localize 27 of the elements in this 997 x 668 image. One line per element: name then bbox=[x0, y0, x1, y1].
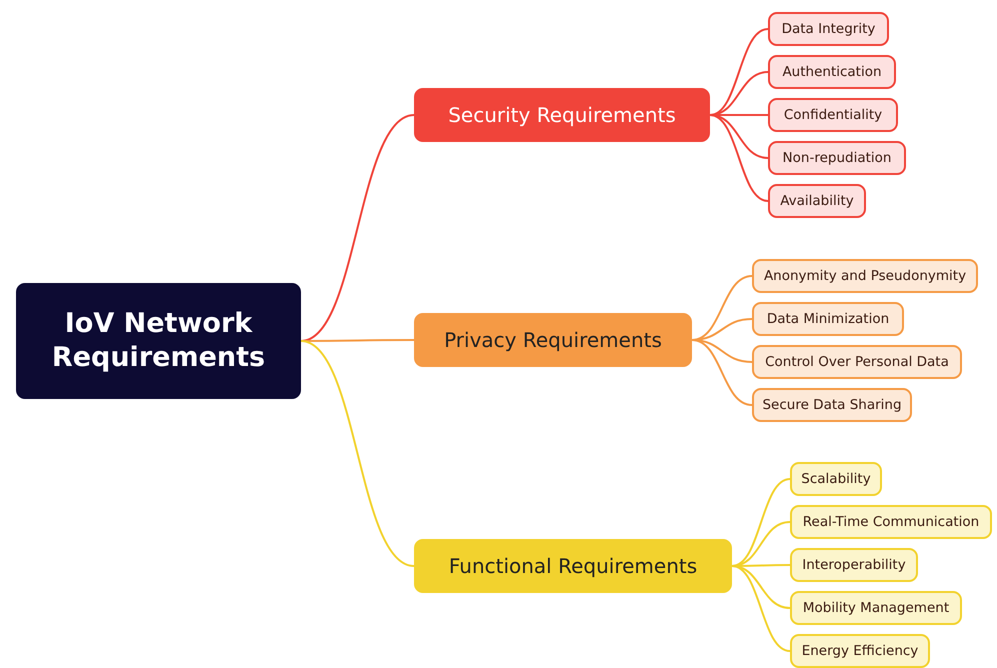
subtopic-box: Mobility Management bbox=[790, 591, 962, 625]
connector-line bbox=[732, 565, 790, 652]
subtopic-box: Real-Time Communication bbox=[790, 505, 992, 539]
subtopic-box: Control Over Personal Data bbox=[752, 345, 962, 379]
subtopic-box: Confidentiality bbox=[768, 98, 898, 132]
subtopic-box: Secure Data Sharing bbox=[752, 388, 912, 422]
subtopic-box: Energy Efficiency bbox=[790, 634, 930, 668]
connector-line bbox=[710, 114, 768, 202]
subtopic-box: Interoperability bbox=[790, 548, 918, 582]
branch-topic-box: Privacy Requirements bbox=[414, 313, 692, 367]
subtopic-box: Data Integrity bbox=[768, 12, 889, 46]
connector-line bbox=[732, 521, 790, 567]
connector-line bbox=[301, 339, 414, 342]
subtopic-box: Authentication bbox=[768, 55, 896, 89]
subtopic-box: Non-repudiation bbox=[768, 141, 906, 175]
branch-topic-box: Security Requirements bbox=[414, 88, 710, 142]
subtopic-box: Anonymity and Pseudonymity bbox=[752, 259, 978, 293]
connector-line bbox=[300, 340, 414, 567]
connector-line bbox=[692, 339, 752, 406]
subtopic-box: Availability bbox=[768, 184, 866, 218]
central-topic-box: IoV Network Requirements bbox=[16, 283, 301, 399]
subtopic-box: Scalability bbox=[790, 462, 882, 496]
connector-line bbox=[710, 114, 768, 159]
subtopic-box: Data Minimization bbox=[752, 302, 904, 336]
connector-line bbox=[732, 565, 790, 609]
branch-topic-box: Functional Requirements bbox=[414, 539, 732, 593]
connector-line bbox=[710, 28, 768, 116]
